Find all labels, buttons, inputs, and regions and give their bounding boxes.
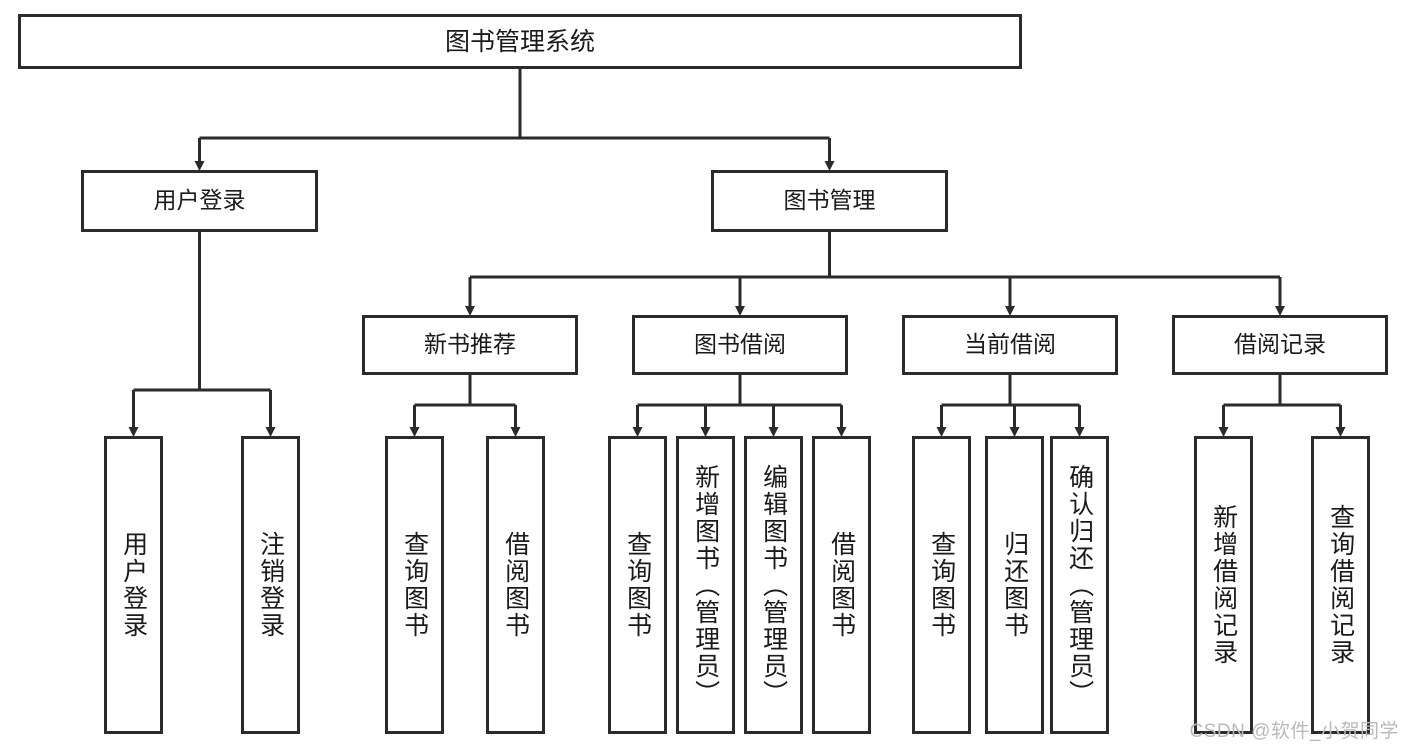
leaf-node-6-label: 编辑图书（管理员） <box>759 463 788 707</box>
level1-node-1[interactable]: 图书管理 <box>711 170 948 232</box>
level2-node-3-label: 借阅记录 <box>1234 331 1326 358</box>
leaf-node-7-label: 借阅图书 <box>827 531 856 639</box>
leaf-node-4[interactable]: 查询图书 <box>608 436 667 734</box>
leaf-node-6[interactable]: 编辑图书（管理员） <box>744 436 803 734</box>
level2-node-1-label: 图书借阅 <box>694 331 786 358</box>
leaf-node-8-label: 查询图书 <box>927 531 956 639</box>
leaf-node-1-label: 注销登录 <box>256 531 285 639</box>
leaf-node-5[interactable]: 新增图书（管理员） <box>676 436 735 734</box>
leaf-node-2-label: 查询图书 <box>400 531 429 639</box>
leaf-node-11[interactable]: 新增借阅记录 <box>1194 436 1253 734</box>
level2-node-0[interactable]: 新书推荐 <box>362 315 578 375</box>
level1-node-0[interactable]: 用户登录 <box>81 170 318 232</box>
leaf-node-0-label: 用户登录 <box>119 531 148 639</box>
level2-node-2-label: 当前借阅 <box>964 331 1056 358</box>
leaf-node-9[interactable]: 归还图书 <box>985 436 1044 734</box>
level1-node-0-label: 用户登录 <box>153 187 246 214</box>
level1-node-1-label: 图书管理 <box>783 187 876 214</box>
leaf-node-10[interactable]: 确认归还（管理员） <box>1050 436 1109 734</box>
leaf-node-12-label: 查询借阅记录 <box>1326 504 1355 666</box>
level2-node-0-label: 新书推荐 <box>424 331 516 358</box>
leaf-node-4-label: 查询图书 <box>623 531 652 639</box>
leaf-node-5-label: 新增图书（管理员） <box>691 463 720 707</box>
root-node-book-management-system[interactable]: 图书管理系统 <box>18 14 1022 69</box>
leaf-node-10-label: 确认归还（管理员） <box>1065 463 1094 707</box>
level2-node-2[interactable]: 当前借阅 <box>902 315 1118 375</box>
leaf-node-8[interactable]: 查询图书 <box>912 436 971 734</box>
level2-node-3[interactable]: 借阅记录 <box>1172 315 1388 375</box>
leaf-node-3[interactable]: 借阅图书 <box>486 436 545 734</box>
leaf-node-3-label: 借阅图书 <box>501 531 530 639</box>
leaf-node-0[interactable]: 用户登录 <box>104 436 163 734</box>
leaf-node-7[interactable]: 借阅图书 <box>812 436 871 734</box>
leaf-node-12[interactable]: 查询借阅记录 <box>1311 436 1370 734</box>
level2-node-1[interactable]: 图书借阅 <box>632 315 848 375</box>
leaf-node-1[interactable]: 注销登录 <box>241 436 300 734</box>
leaf-node-2[interactable]: 查询图书 <box>385 436 444 734</box>
leaf-node-11-label: 新增借阅记录 <box>1209 504 1238 666</box>
leaf-node-9-label: 归还图书 <box>1000 531 1029 639</box>
root-node-book-management-system-label: 图书管理系统 <box>444 27 595 56</box>
